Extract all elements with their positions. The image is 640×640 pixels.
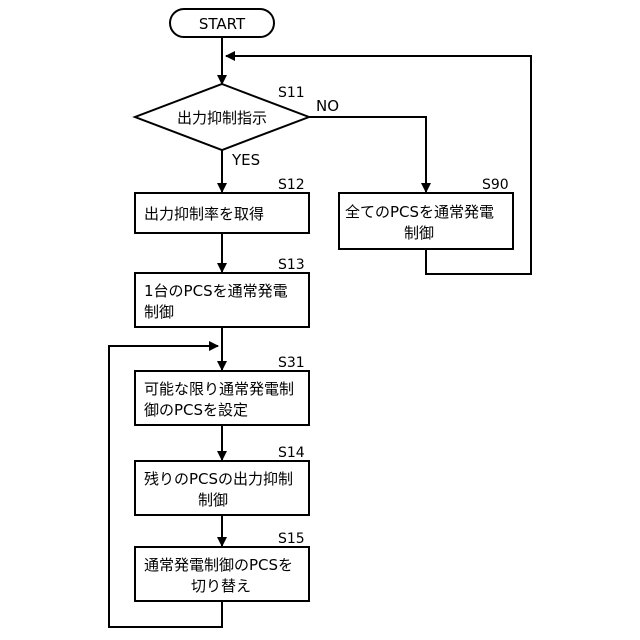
start-label: START: [199, 15, 246, 33]
decision-step-id: S11: [278, 85, 305, 101]
arrow-s11-no: [309, 117, 426, 192]
step-text-line: 御のPCSを設定: [144, 401, 248, 419]
step-text-line: 制御: [144, 303, 174, 321]
step-text-line: 通常発電制御のPCSを: [144, 556, 293, 574]
step-text-line: 残りのPCSの出力抑制: [144, 470, 293, 488]
step-text-line: 切り替え: [191, 577, 251, 595]
step-id: S15: [278, 531, 305, 547]
step-text-line: 1台のPCSを通常発電: [144, 282, 288, 300]
no-label: NO: [316, 97, 339, 115]
step-text-line: 制御: [198, 491, 228, 509]
step-id: S13: [278, 257, 305, 273]
step-text-line: 制御: [404, 224, 434, 242]
step-text-line: 出力抑制率を取得: [144, 205, 264, 223]
decision-s11: 出力抑制指示 S11 NO YES: [135, 84, 339, 169]
step-id: S31: [278, 355, 305, 371]
decision-label: 出力抑制指示: [177, 109, 267, 127]
step-id: S14: [278, 445, 305, 461]
step-id: S12: [278, 177, 305, 193]
step-text-line: 可能な限り通常発電制: [144, 380, 294, 398]
start-terminal: START: [170, 9, 274, 37]
step-text-line: 全てのPCSを通常発電: [345, 203, 494, 221]
step-id: S90: [482, 177, 509, 193]
yes-label: YES: [231, 151, 260, 169]
